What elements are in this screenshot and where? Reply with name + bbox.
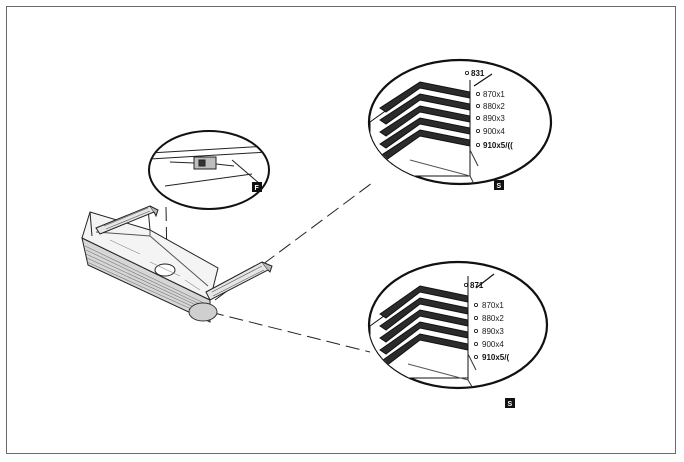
upper-size-1: 870x1 bbox=[483, 90, 505, 99]
top-marker-label: F bbox=[255, 185, 260, 192]
lower-detail: 871 870x1 880x2 890x3 900x4 910x5/( S bbox=[367, 260, 549, 408]
top-detail-ellipse bbox=[148, 130, 270, 210]
tray-vent-lines bbox=[84, 245, 210, 318]
lower-size-2: 880x2 bbox=[482, 314, 504, 323]
lower-size-1: 870x1 bbox=[482, 301, 504, 310]
leader-line-lower bbox=[209, 311, 371, 353]
upper-size-3: 890x3 bbox=[483, 114, 505, 123]
upper-shelf-stack bbox=[369, 73, 493, 184]
tray-callout-source bbox=[188, 302, 218, 322]
upper-size-5: 910x5/(( bbox=[483, 141, 513, 150]
upper-detail: 831 870x1 880x2 890x3 900x4 910x5/(( S bbox=[367, 58, 553, 190]
lower-size-5: 910x5/( bbox=[482, 353, 509, 362]
left-slide-rail bbox=[95, 205, 159, 235]
lower-size-labels: 871 870x1 880x2 890x3 900x4 910x5/( bbox=[463, 281, 509, 362]
upper-marker-badge bbox=[494, 180, 504, 190]
upper-size-2: 880x2 bbox=[483, 102, 505, 111]
lower-top-tag: 871 bbox=[470, 281, 484, 290]
lower-size-4: 900x4 bbox=[482, 340, 504, 349]
tray-top-frame bbox=[81, 211, 219, 301]
lower-marker-label: S bbox=[508, 401, 513, 408]
upper-top-tag: 831 bbox=[471, 69, 485, 78]
tray-latch bbox=[154, 263, 176, 277]
server-tray bbox=[81, 205, 273, 323]
lower-size-3: 890x3 bbox=[482, 327, 504, 336]
top-detail: F bbox=[148, 130, 270, 210]
top-marker-badge bbox=[252, 182, 262, 192]
upper-size-4: 900x4 bbox=[483, 127, 505, 136]
lower-shelf-stack bbox=[369, 273, 495, 388]
upper-size-labels: 831 870x1 880x2 890x3 900x4 910x5/(( bbox=[464, 69, 513, 150]
upper-marker-label: S bbox=[497, 183, 502, 190]
right-slide-rail bbox=[205, 261, 273, 301]
lower-marker-badge bbox=[505, 398, 515, 408]
